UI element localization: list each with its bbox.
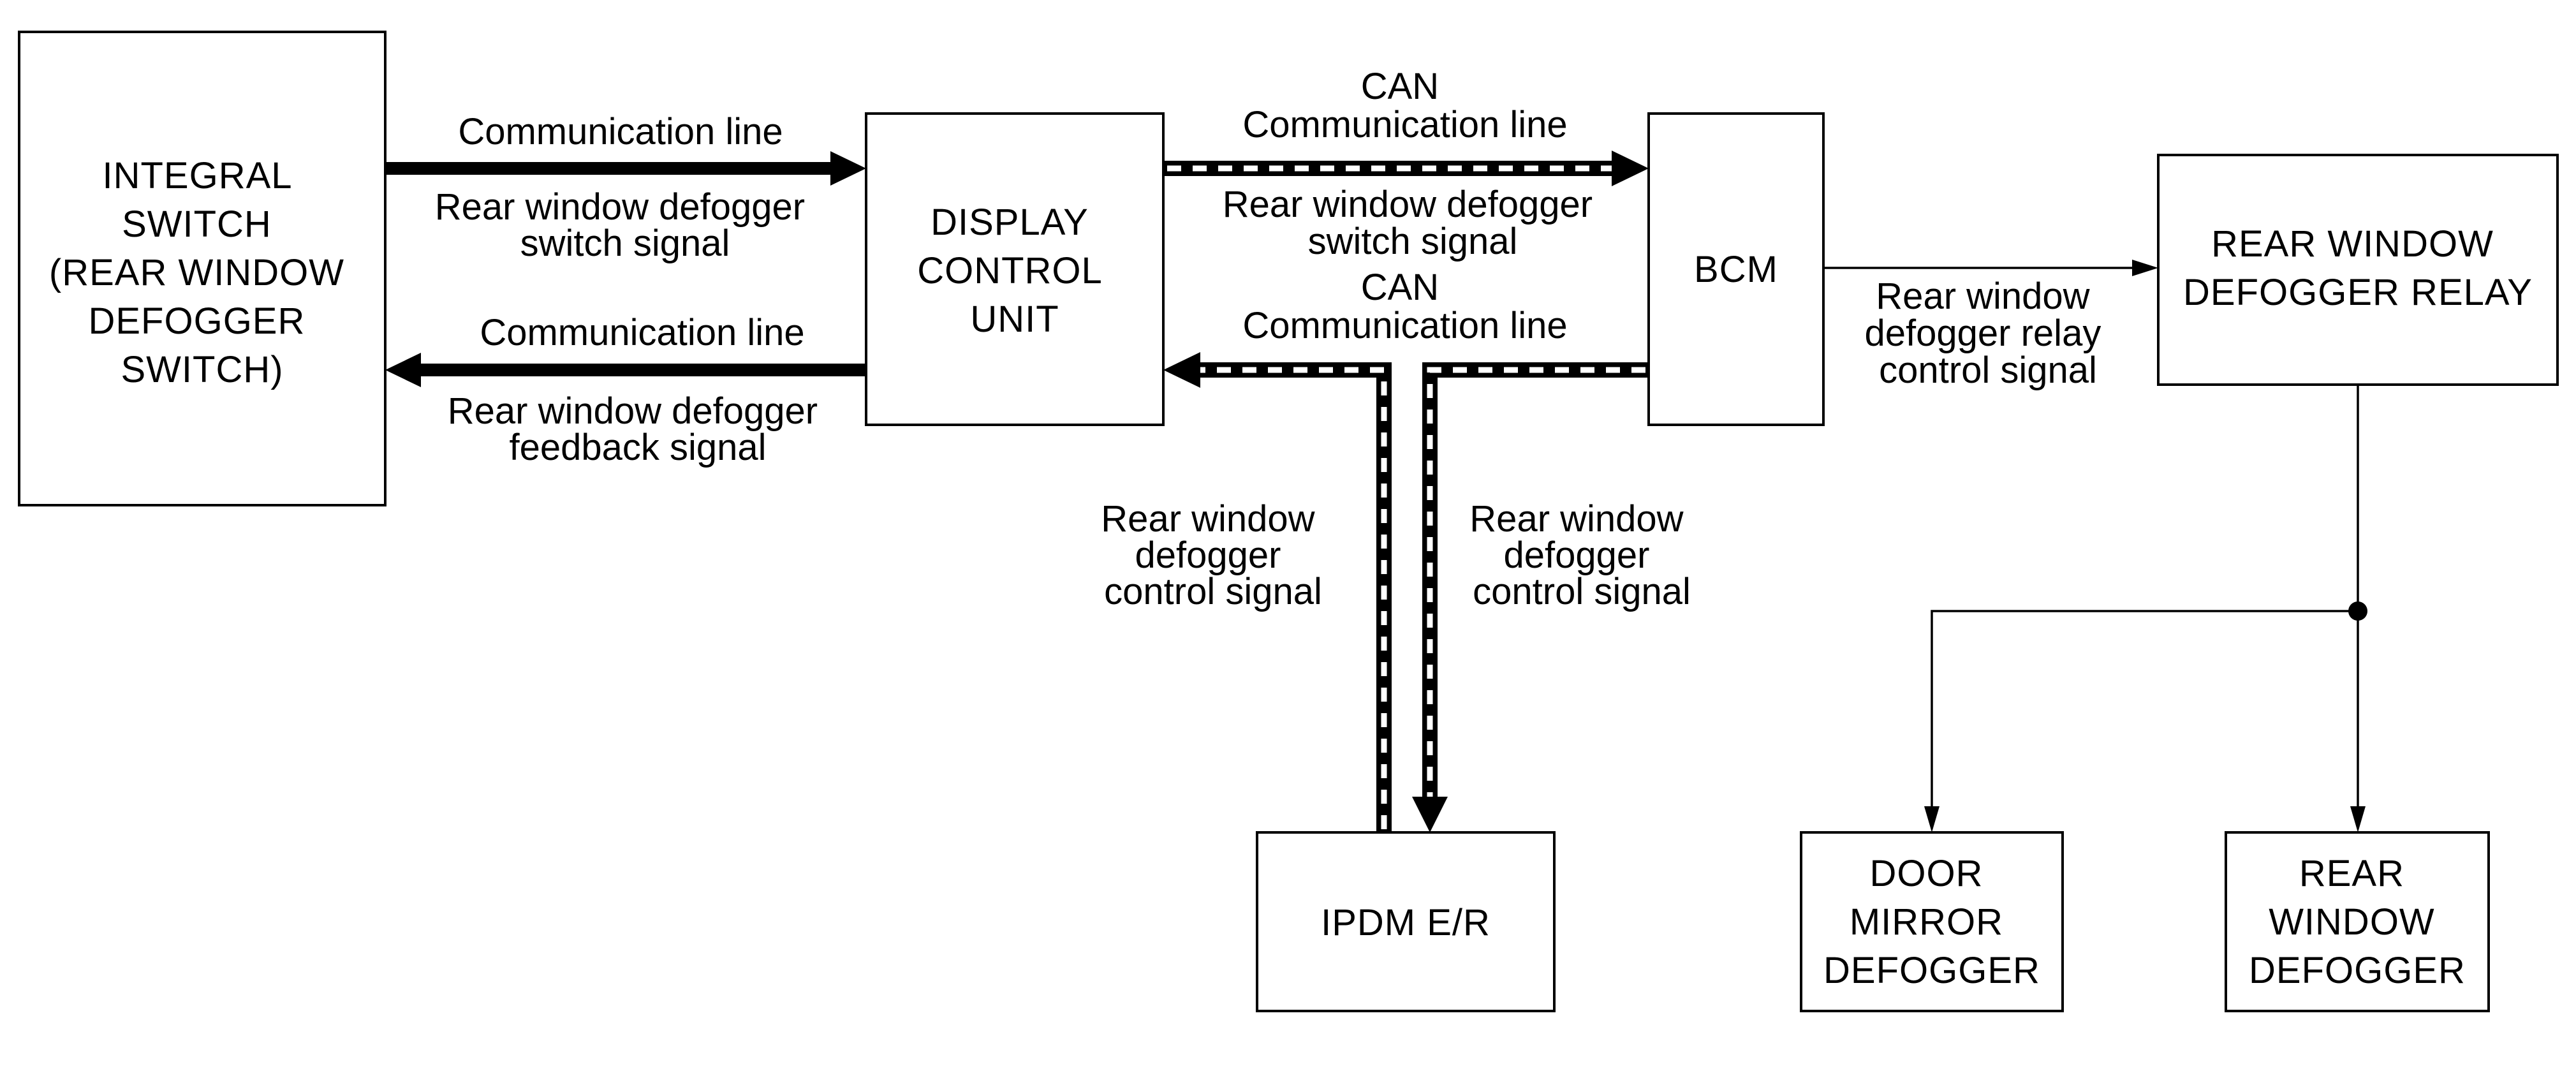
bcm-to-dcu-signal-label: Rear window defogger control signal <box>1101 498 1325 612</box>
integral-switch-block: INTEGRAL SWITCH (REAR WINDOW DEFOGGER SW… <box>18 31 386 506</box>
arrowhead-down-icon <box>1412 797 1448 832</box>
dcu-to-bcm-line-label: CAN Communication line <box>1242 66 1567 145</box>
dcu-to-switch-signal-label: Rear window defogger feedback signal <box>448 390 828 468</box>
arrowhead-right-icon <box>1612 151 1649 186</box>
rear-window-defogger-label: REAR WINDOW DEFOGGER <box>2249 853 2466 991</box>
display-control-unit-label: DISPLAY CONTROL UNIT <box>917 202 1112 340</box>
switch-to-dcu-connector <box>385 151 866 186</box>
door-mirror-defogger-label: DOOR MIRROR DEFOGGER <box>1823 853 2040 991</box>
display-control-unit-block: DISPLAY CONTROL UNIT <box>865 112 1165 426</box>
bcm-to-ipdm-signal-label: Rear window defogger control signal <box>1469 498 1693 612</box>
ipdm-er-block: IPDM E/R <box>1256 831 1556 1012</box>
dcu-to-bcm-can-connector <box>1163 151 1649 186</box>
rear-window-defogger-relay-block: REAR WINDOW DEFOGGER RELAY <box>2157 154 2559 386</box>
bcm-to-dcu-line-label: CAN Communication line <box>1242 267 1567 346</box>
dcu-to-switch-connector <box>385 353 866 387</box>
bcm-to-relay-signal-label: Rear window defogger relay control signa… <box>1865 276 2112 391</box>
bcm-to-dcu-and-ipdm-can-connector <box>1163 352 1649 832</box>
rear-window-defogger-block: REAR WINDOW DEFOGGER <box>2225 831 2490 1012</box>
ipdm-er-label: IPDM E/R <box>1321 902 1490 943</box>
arrowhead-left-icon <box>385 353 421 387</box>
arrowhead-right-icon <box>2132 260 2158 276</box>
door-mirror-defogger-block: DOOR MIRROR DEFOGGER <box>1800 831 2064 1012</box>
bcm-block: BCM <box>1647 112 1825 426</box>
arrowhead-right-icon <box>830 151 866 186</box>
arrowhead-down-icon <box>2350 806 2366 832</box>
arrowhead-down-icon <box>1924 806 1939 832</box>
switch-to-dcu-line-label: Communication line <box>458 111 783 152</box>
dcu-to-bcm-signal-label: Rear window defogger switch signal <box>1223 184 1603 262</box>
integral-switch-label: INTEGRAL SWITCH (REAR WINDOW DEFOGGER SW… <box>49 155 355 390</box>
dcu-to-switch-line-label: Communication line <box>480 312 804 353</box>
switch-to-dcu-signal-label: Rear window defogger switch signal <box>435 186 815 264</box>
bcm-label: BCM <box>1694 249 1778 290</box>
relay-label: REAR WINDOW DEFOGGER RELAY <box>2183 223 2533 313</box>
relay-to-defoggers-connector <box>1924 385 2367 832</box>
bcm-to-relay-connector <box>1823 260 2158 276</box>
arrowhead-left-icon <box>1163 352 1200 388</box>
